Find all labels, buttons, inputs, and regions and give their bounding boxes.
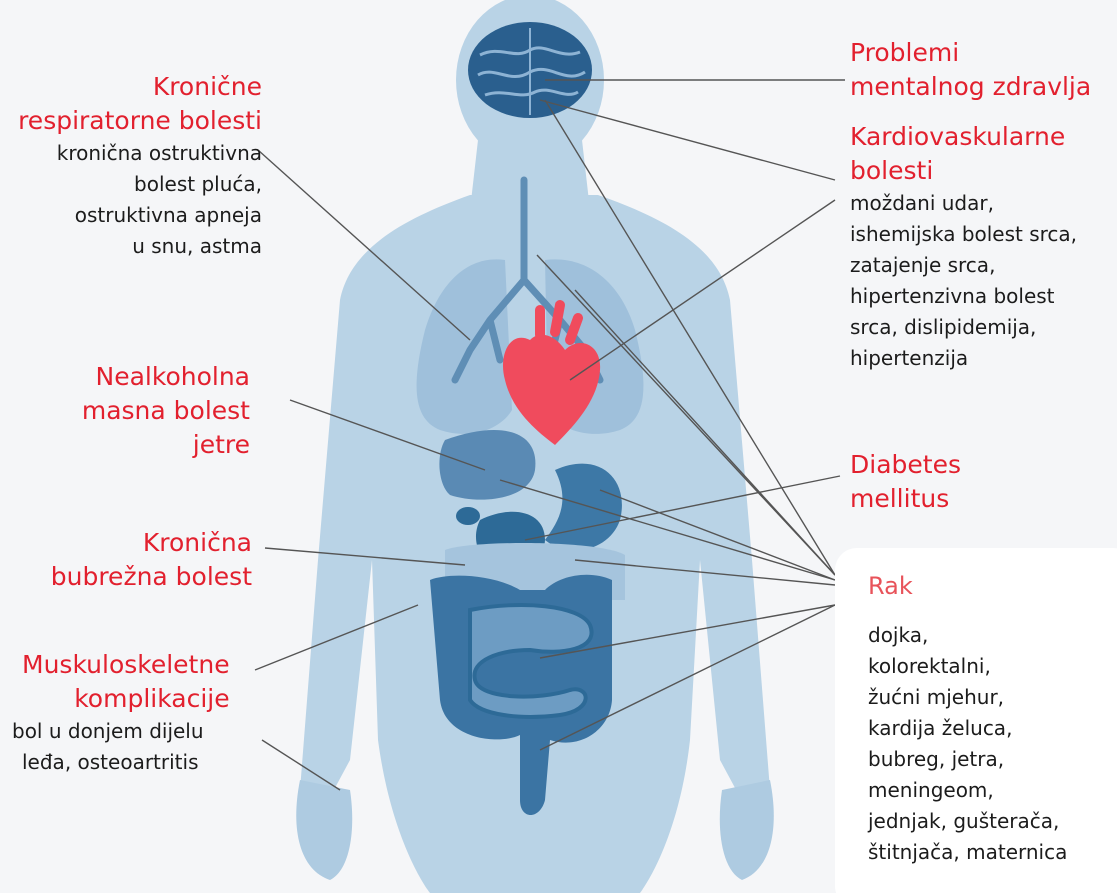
cancer-detail-5: bubreg, jetra, bbox=[868, 744, 1067, 775]
cardio-detail-4: hipertenzivna bolest bbox=[850, 281, 1077, 312]
cardio-title-2: bolesti bbox=[850, 154, 1077, 188]
kidney-title-2: bubrežna bolest bbox=[51, 560, 252, 594]
cardio-detail-2: ishemijska bolest srca, bbox=[850, 219, 1077, 250]
liver-title-2: masna bolest bbox=[82, 394, 250, 428]
brain bbox=[468, 22, 592, 118]
cardio-detail-1: moždani udar, bbox=[850, 188, 1077, 219]
liver-title-1: Nealkoholna bbox=[82, 360, 250, 394]
respiratory-title-1: Kronične bbox=[18, 70, 262, 104]
musculoskeletal-detail-1: bol u donjem dijelu bbox=[12, 716, 230, 747]
cancer-detail-4: kardija želuca, bbox=[868, 713, 1067, 744]
cancer-detail-1: dojka, bbox=[868, 620, 1067, 651]
liver-title-3: jetre bbox=[82, 428, 250, 462]
respiratory-detail-4: u snu, astma bbox=[18, 231, 262, 262]
respiratory-detail-2: bolest pluća, bbox=[18, 169, 262, 200]
respiratory-detail-3: ostruktivna apneja bbox=[18, 200, 262, 231]
cancer-label: Rak dojka, kolorektalni, žućni mjehur, k… bbox=[868, 566, 1067, 868]
gallbladder bbox=[456, 507, 480, 525]
musculoskeletal-label: Muskuloskeletne komplikacije bol u donje… bbox=[22, 648, 230, 778]
cardio-detail-5: srca, dislipidemija, bbox=[850, 312, 1077, 343]
respiratory-detail-1: kronična ostruktivna bbox=[18, 138, 262, 169]
diabetes-title-1: Diabetes bbox=[850, 448, 961, 482]
diabetes-title-2: mellitus bbox=[850, 482, 961, 516]
respiratory-title-2: respiratorne bolesti bbox=[18, 104, 262, 138]
cardio-detail-3: zatajenje srca, bbox=[850, 250, 1077, 281]
cancer-detail-6: meningeom, bbox=[868, 775, 1067, 806]
cancer-detail-2: kolorektalni, bbox=[868, 651, 1067, 682]
kidney-title-1: Kronična bbox=[51, 526, 252, 560]
mental-title-1: Problemi bbox=[850, 36, 1091, 70]
liver bbox=[439, 430, 535, 500]
cancer-detail-3: žućni mjehur, bbox=[868, 682, 1067, 713]
respiratory-label: Kronične respiratorne bolesti kronična o… bbox=[18, 70, 262, 262]
cardio-title-1: Kardiovaskularne bbox=[850, 120, 1077, 154]
mental-title-2: mentalnog zdravlja bbox=[850, 70, 1091, 104]
liver-label: Nealkoholna masna bolest jetre bbox=[82, 360, 250, 462]
kidney-label: Kronična bubrežna bolest bbox=[51, 526, 252, 594]
musculoskeletal-detail-2: leđa, osteoartritis bbox=[22, 747, 230, 778]
right-hand bbox=[720, 780, 774, 880]
cancer-detail-8: štitnjača, maternica bbox=[868, 837, 1067, 868]
diabetes-label: Diabetes mellitus bbox=[850, 448, 961, 516]
musculoskeletal-title-1: Muskuloskeletne bbox=[22, 648, 230, 682]
musculoskeletal-title-2: komplikacije bbox=[22, 682, 230, 716]
mental-label: Problemi mentalnog zdravlja bbox=[850, 36, 1091, 104]
cardio-label: Kardiovaskularne bolesti moždani udar, i… bbox=[850, 120, 1077, 374]
left-hand bbox=[296, 780, 352, 880]
cardio-detail-6: hipertenzija bbox=[850, 343, 1077, 374]
cancer-title: Rak bbox=[868, 566, 1067, 606]
cancer-detail-7: jednjak, gušterača, bbox=[868, 806, 1067, 837]
